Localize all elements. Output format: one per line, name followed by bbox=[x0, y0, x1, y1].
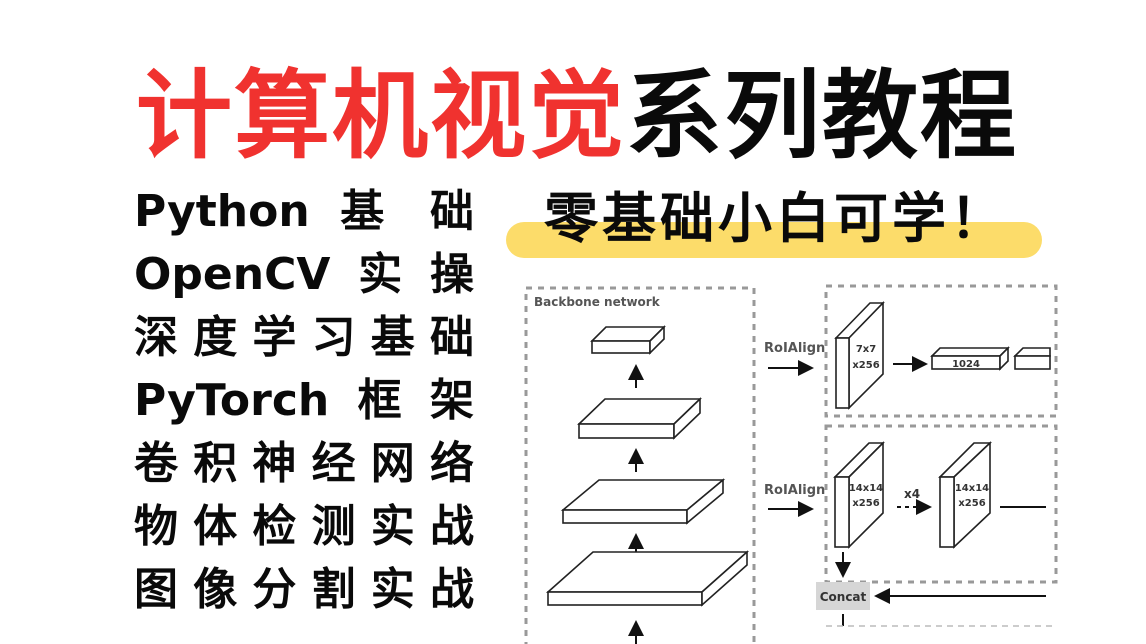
mask-feature-map-1 bbox=[833, 441, 885, 549]
roialign-top-label: RoIAlign bbox=[764, 341, 825, 356]
repeat-label: x4 bbox=[904, 487, 920, 501]
topic-item: 图像分割实战 bbox=[134, 564, 474, 615]
roialign-bottom-label: RoIAlign bbox=[764, 483, 825, 498]
fc-layer-2 bbox=[1013, 347, 1051, 370]
mask-feature-1-channels: x256 bbox=[852, 498, 879, 509]
mask-feature-2-size: 14x14 bbox=[955, 483, 989, 494]
topic-item: Python 基 础 bbox=[134, 186, 474, 237]
beginner-badge: 零基础小白可学！ bbox=[506, 184, 1046, 260]
fc-layer bbox=[930, 346, 1010, 371]
topic-list: Python 基 础 OpenCV实操 深度学习基础 PyTorch框架 卷积神… bbox=[134, 180, 474, 621]
backbone-layer-2 bbox=[577, 397, 702, 440]
topic-item: PyTorch框架 bbox=[134, 375, 474, 426]
box-feature-size: 7x7 bbox=[856, 344, 876, 355]
topic-item: 物体检测实战 bbox=[134, 501, 474, 552]
box-feature-channels: x256 bbox=[852, 360, 879, 371]
topic-item: 卷积神经网络 bbox=[134, 438, 474, 489]
mask-feature-2-channels: x256 bbox=[958, 498, 985, 509]
backbone-layer-3 bbox=[560, 478, 726, 525]
fc-layer-label: 1024 bbox=[952, 359, 980, 370]
backbone-layer-4 bbox=[545, 550, 750, 607]
mask-feature-map-2 bbox=[938, 441, 993, 549]
badge-text: 零基础小白可学！ bbox=[544, 187, 1008, 250]
title-highlight: 计算机视觉 bbox=[136, 59, 626, 172]
box-feature-map bbox=[834, 301, 885, 410]
concat-label: Concat bbox=[820, 590, 867, 604]
page-title: 计算机视觉系列教程 bbox=[112, 48, 1042, 172]
mask-feature-1-size: 14x14 bbox=[849, 483, 883, 494]
backbone-frame bbox=[524, 286, 756, 644]
badge-highlight-bar bbox=[506, 222, 1042, 258]
concat-box bbox=[816, 582, 870, 610]
topic-item: OpenCV实操 bbox=[134, 249, 474, 300]
title-rest: 系列教程 bbox=[626, 59, 1018, 172]
topic-item: 深度学习基础 bbox=[134, 312, 474, 363]
backbone-layer-1 bbox=[590, 325, 666, 355]
backbone-label: Backbone network bbox=[534, 295, 661, 309]
